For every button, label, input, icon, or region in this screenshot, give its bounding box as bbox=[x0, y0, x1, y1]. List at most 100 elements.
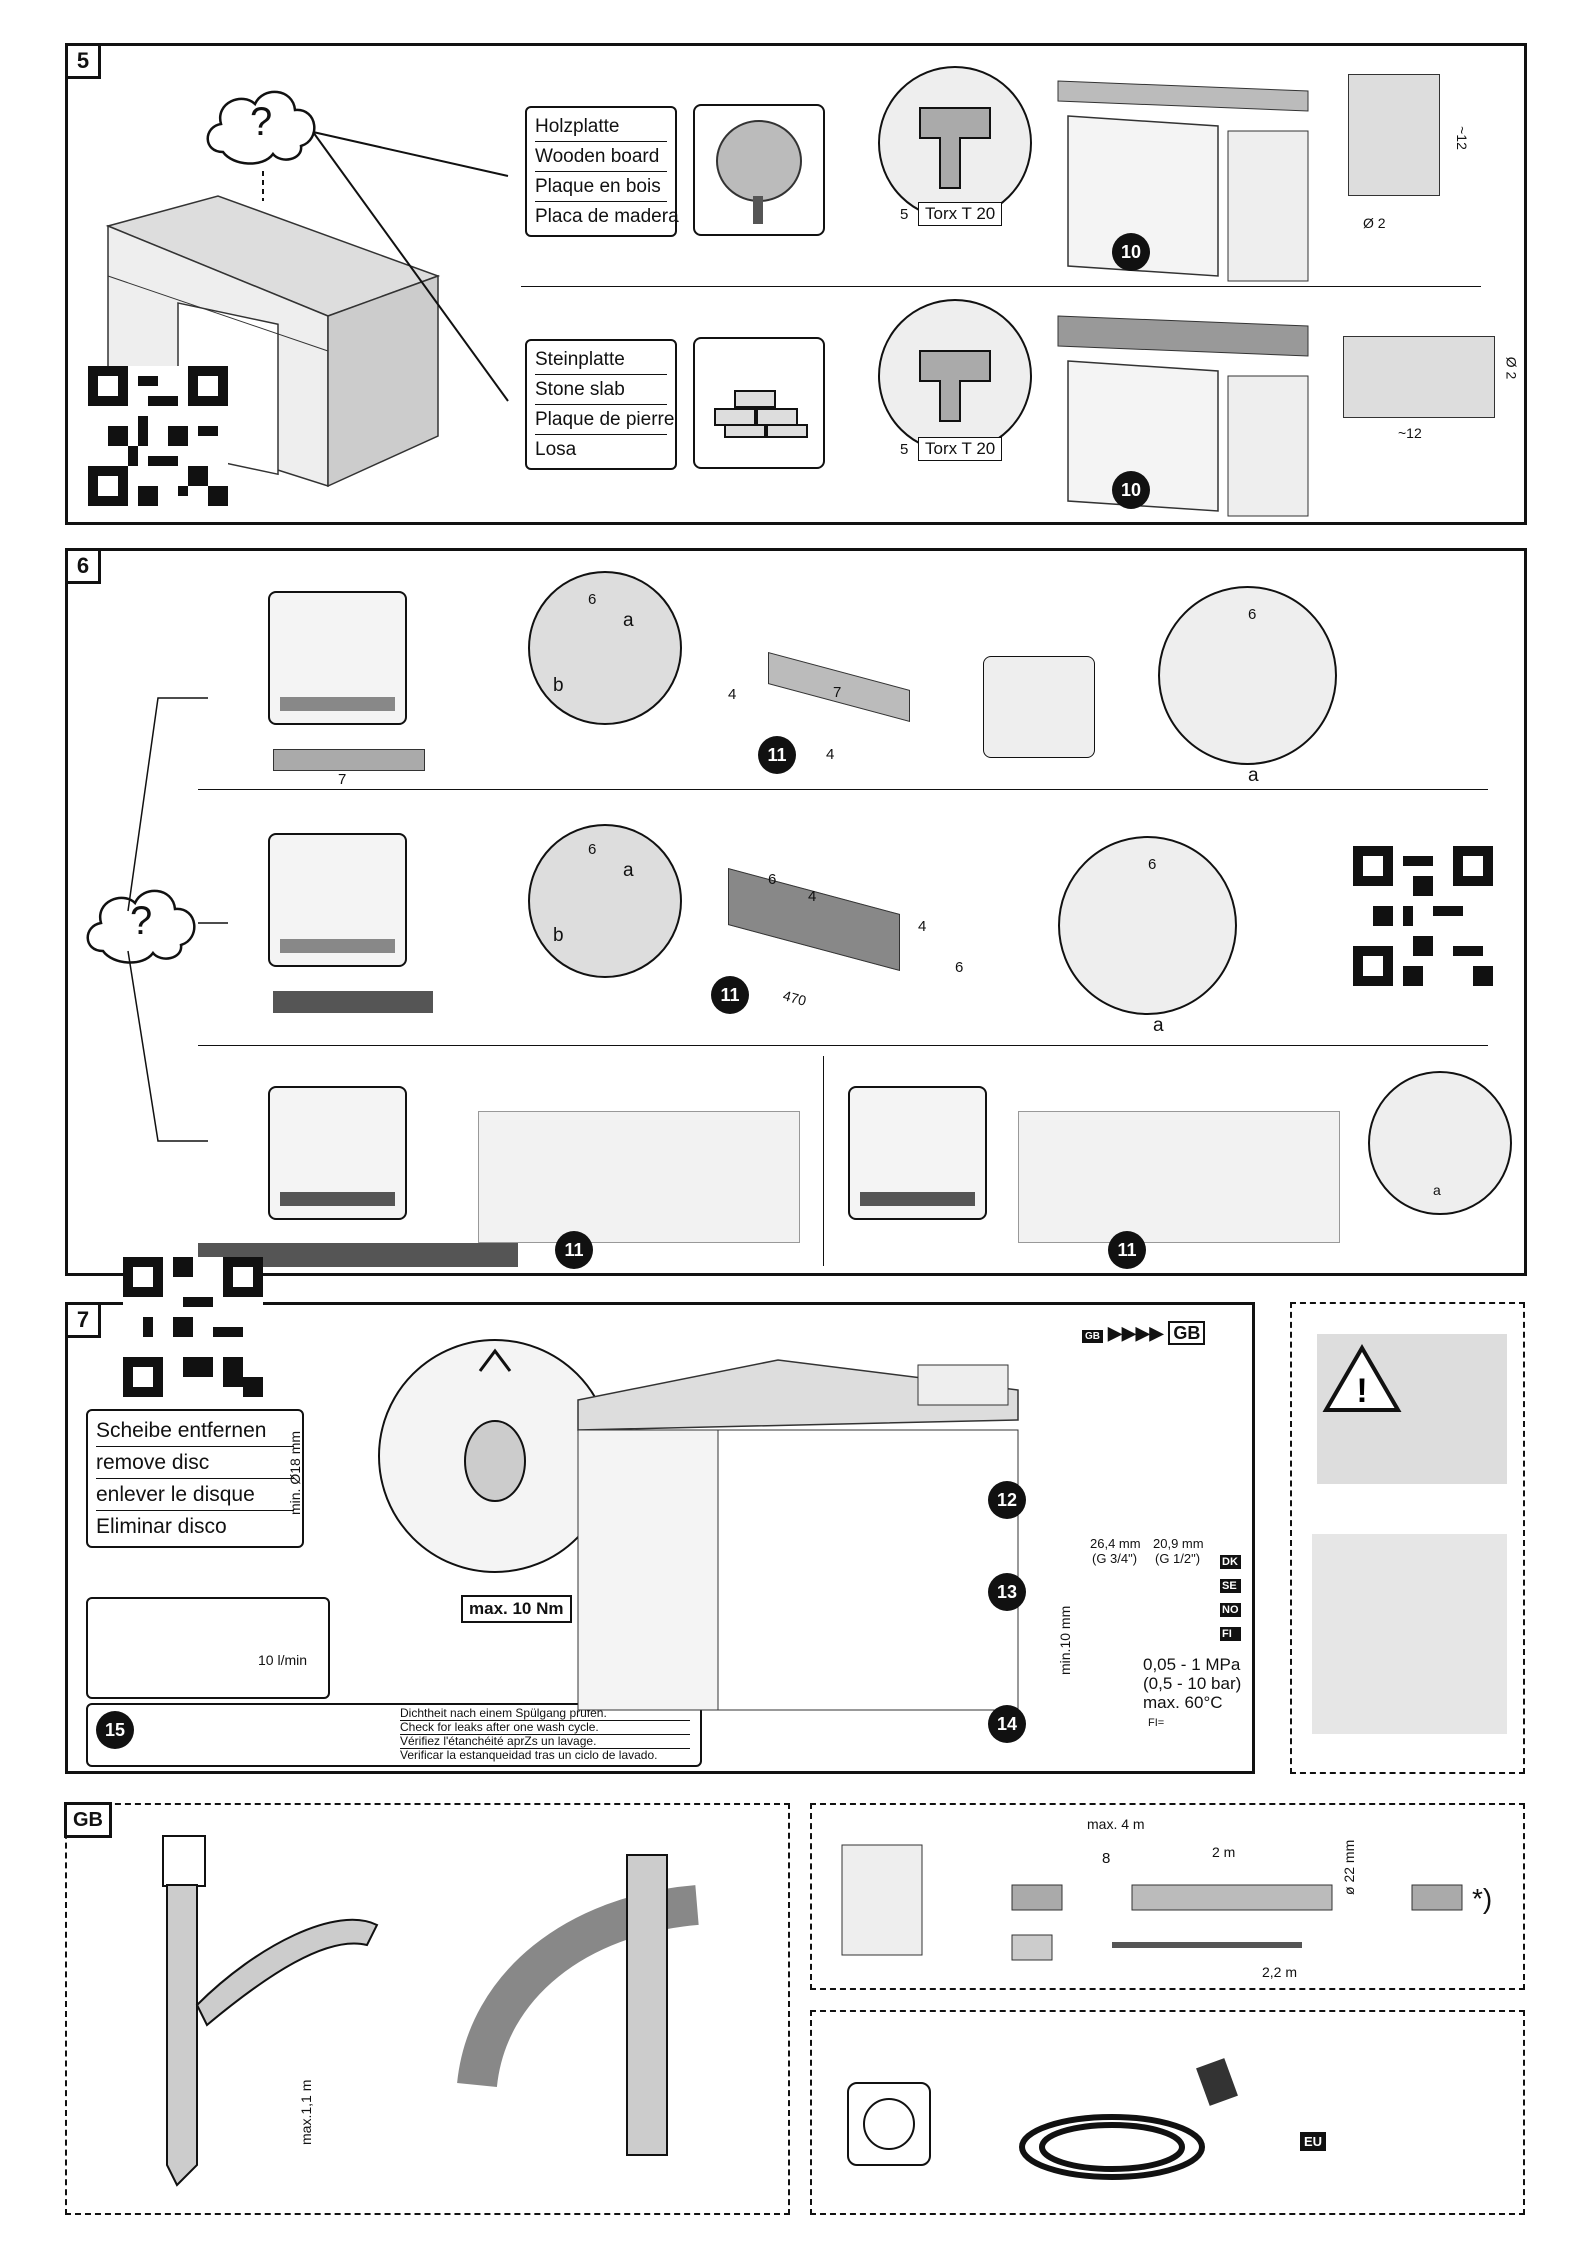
question-cloud: ? bbox=[203, 82, 323, 172]
tree-icon bbox=[693, 104, 825, 236]
dishwasher-front-2 bbox=[268, 833, 407, 967]
gb-small: GB bbox=[1082, 1330, 1103, 1343]
label-es: Placa de madera bbox=[535, 206, 679, 227]
country: DK bbox=[1220, 1555, 1241, 1569]
thread-2-g: (G 1/2") bbox=[1155, 1551, 1201, 1566]
ref-6: 6 bbox=[1148, 856, 1157, 873]
step-13: 13 bbox=[988, 1573, 1026, 1611]
min-diameter: min. Ø18 mm bbox=[287, 1430, 303, 1515]
label-de: Holzplatte bbox=[535, 112, 667, 142]
leak-es: Verificar la estanqueidad tras un ciclo … bbox=[400, 1748, 658, 1762]
torx-label-bottom: Torx T 20 bbox=[918, 437, 1003, 461]
question-mark: ? bbox=[250, 100, 273, 144]
length-2m: 2 m bbox=[1212, 1844, 1236, 1860]
step-number: 5 bbox=[65, 43, 101, 79]
ref-7: 7 bbox=[833, 684, 842, 701]
step-15: 15 bbox=[96, 1711, 134, 1749]
trash-icon bbox=[162, 1835, 206, 1887]
gb-arrows: ▶▶▶▶ bbox=[1108, 1323, 1164, 1343]
part-7: 7 bbox=[338, 771, 347, 788]
dishwasher-front-1 bbox=[268, 591, 407, 725]
wood-plinth bbox=[273, 991, 433, 1013]
question-cloud: ? bbox=[83, 881, 203, 971]
flow-rate: 10 l/min bbox=[258, 1652, 308, 1668]
label-b: b bbox=[553, 925, 564, 946]
qr-code[interactable] bbox=[123, 1257, 263, 1397]
zoom-clip-3 bbox=[1368, 1071, 1512, 1215]
leak-en: Check for leaks after one wash cycle. bbox=[400, 1721, 690, 1735]
ref-4: 4 bbox=[808, 888, 817, 905]
panel-step-6: 6 ? 7 a b 6 4 7 4 11 6 a a b 6 6 4 4 6 4… bbox=[65, 548, 1527, 1276]
connector-lines bbox=[262, 131, 509, 402]
slot-detail-top bbox=[1348, 74, 1440, 196]
fi-label: FI= bbox=[1148, 1717, 1165, 1729]
label-es: Losa bbox=[535, 439, 577, 460]
zoom-a: a bbox=[1153, 1015, 1164, 1036]
step-14: 14 bbox=[988, 1705, 1026, 1743]
label-fr: Plaque de pierre bbox=[535, 405, 674, 435]
step-11: 11 bbox=[711, 976, 749, 1014]
step-number: 7 bbox=[65, 1302, 101, 1338]
dim-dia-top: Ø 2 bbox=[1363, 215, 1386, 231]
label-a: a bbox=[623, 860, 634, 881]
label-en: Stone slab bbox=[535, 375, 667, 405]
country: NO bbox=[1220, 1603, 1241, 1617]
dim-len-bottom: ~12 bbox=[1398, 425, 1422, 441]
gb-indicator: GB ▶▶▶▶ GB bbox=[1082, 1321, 1206, 1345]
ref-6: 6 bbox=[1248, 606, 1257, 623]
hose-parts bbox=[841, 1844, 1463, 1961]
label-fr: enlever le disque bbox=[96, 1479, 294, 1511]
dim-dia-bottom: Ø 2 bbox=[1503, 356, 1520, 380]
plinth-saw-right bbox=[1018, 1111, 1340, 1243]
step-number: 6 bbox=[65, 548, 101, 584]
footnote-star: *) bbox=[1472, 1883, 1493, 1914]
dishwasher-bottom bbox=[1057, 315, 1309, 517]
panel-step-5: 5 ? Holzplatte Wooden board Plaque bbox=[65, 43, 1527, 525]
zoom-disc bbox=[378, 1339, 612, 1573]
label-b: b bbox=[553, 675, 564, 696]
step-10-bottom: 10 bbox=[1112, 471, 1150, 509]
label-a: a bbox=[1433, 1182, 1441, 1198]
column-divider bbox=[823, 1056, 824, 1266]
power-cord-icon bbox=[1019, 2058, 1238, 2180]
label-en: remove disc bbox=[96, 1447, 294, 1479]
panel-power: EU bbox=[810, 2010, 1525, 2215]
warning-triangle-icon: ! bbox=[1322, 1344, 1402, 1412]
max-length: max. 4 m bbox=[1087, 1816, 1145, 1832]
step-10-top: 10 bbox=[1112, 233, 1150, 271]
label-en: Wooden board bbox=[535, 142, 667, 172]
ref-6: 6 bbox=[768, 871, 777, 888]
label-de: Scheibe entfernen bbox=[96, 1415, 294, 1447]
dim-470: 470 bbox=[781, 987, 809, 1009]
sink-cabinet bbox=[577, 1359, 1019, 1711]
dim-len-top: ~12 bbox=[1453, 126, 1470, 150]
step-11-right: 11 bbox=[1108, 1231, 1146, 1269]
dishwasher-side-image bbox=[1312, 1534, 1507, 1734]
ref-6: 6 bbox=[588, 841, 597, 858]
bracket-zoom-bottom bbox=[878, 299, 1032, 453]
leak-check-text: Dichtheit nach einem Spülgang prüfen. Ch… bbox=[400, 1707, 690, 1762]
bracket-zoom-top bbox=[878, 66, 1032, 220]
wooden-board-labels: Holzplatte Wooden board Plaque en bois P… bbox=[525, 106, 679, 237]
panel-step-7: 7 Scheibe entfernen remove disc enlever … bbox=[65, 1257, 1255, 1774]
plinth-saw-left bbox=[478, 1111, 800, 1243]
max-height: max.1,1 m bbox=[298, 2079, 314, 2145]
hose-on-wall bbox=[457, 1854, 699, 2156]
pressure-spec: 0,05 - 1 MPa (0,5 - 10 bar) max. 60°C bbox=[1143, 1655, 1241, 1712]
dishwasher-front-3 bbox=[268, 1086, 407, 1220]
screw-ref-top: 5 bbox=[900, 206, 909, 223]
pressure-mpa: 0,05 - 1 MPa bbox=[1143, 1655, 1241, 1674]
zoom-screwdriver-2 bbox=[1058, 836, 1237, 1015]
dishwasher-top bbox=[1057, 80, 1309, 282]
torx-label-top: Torx T 20 bbox=[918, 202, 1003, 226]
zoom-bracket-2 bbox=[528, 824, 682, 978]
leak-check-box bbox=[86, 1703, 702, 1767]
zoom-bracket-1 bbox=[528, 571, 682, 725]
qr-code[interactable] bbox=[88, 366, 228, 506]
length-22m: 2,2 m bbox=[1262, 1964, 1298, 1980]
country: SE bbox=[1220, 1579, 1241, 1593]
thread-2: 20,9 mm bbox=[1153, 1536, 1204, 1551]
question-mark: ? bbox=[130, 899, 153, 943]
svg-text:!: ! bbox=[1356, 1372, 1367, 1410]
qr-code[interactable] bbox=[1353, 846, 1493, 986]
